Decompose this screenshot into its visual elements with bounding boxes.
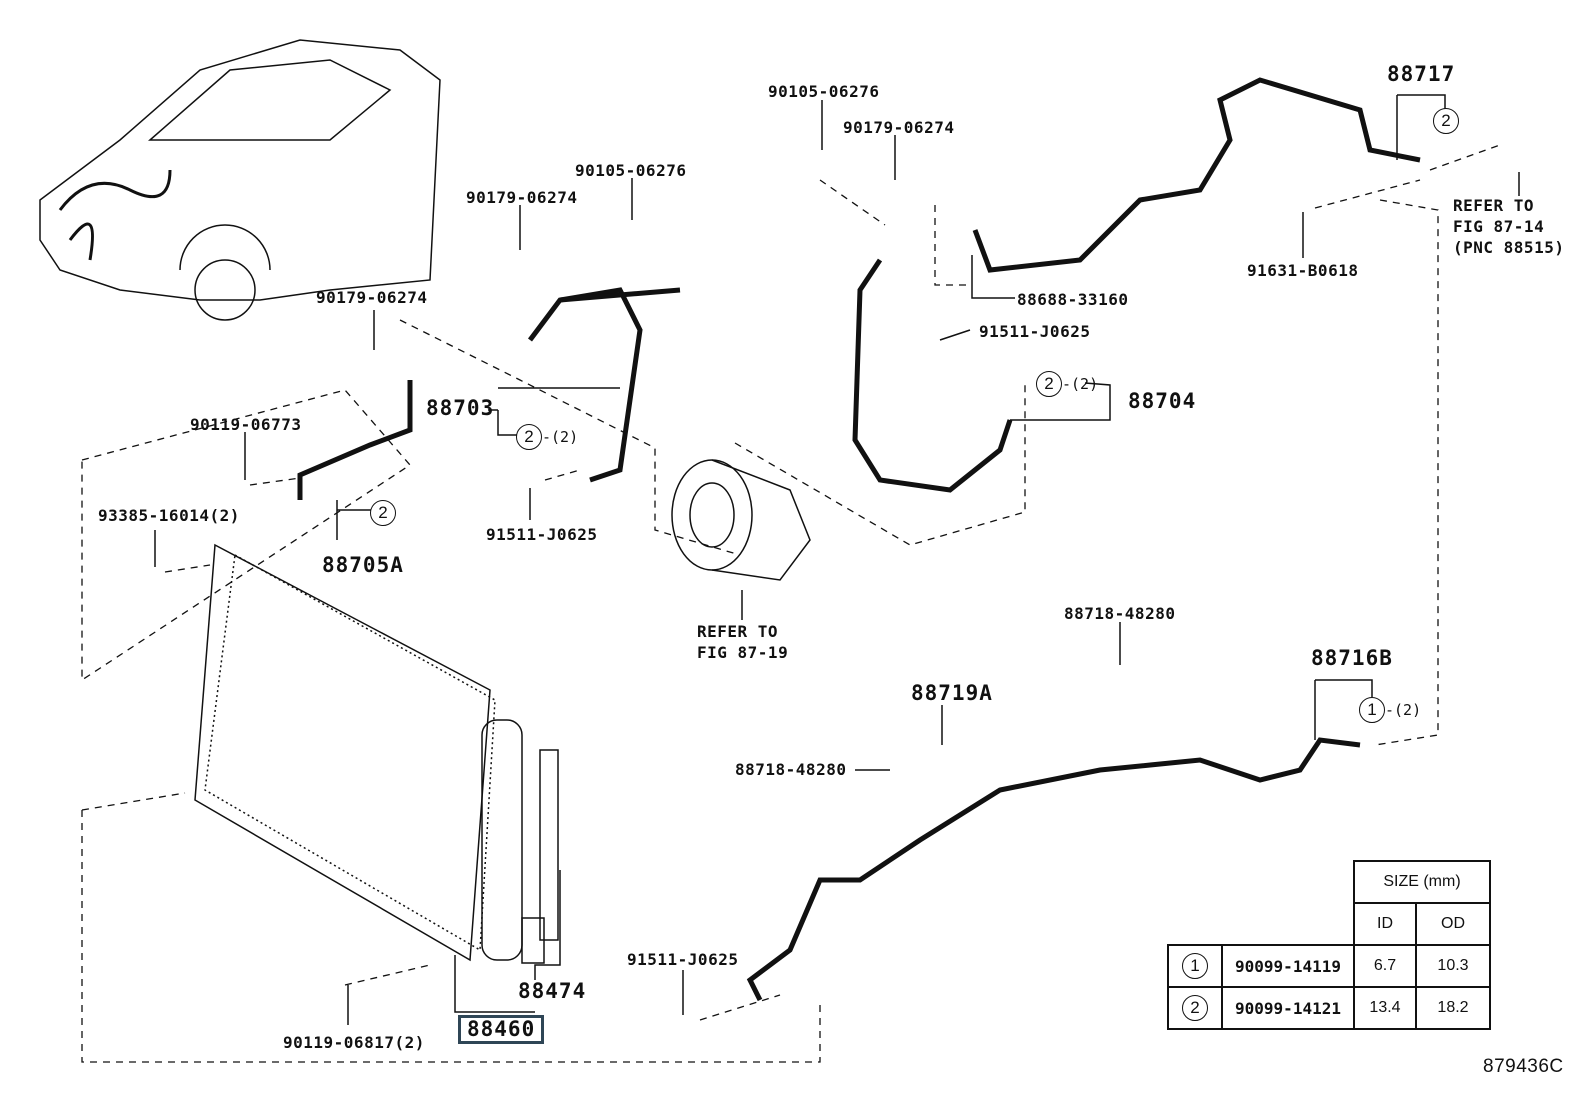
part-label[interactable]: 88719A — [911, 681, 993, 705]
part-label[interactable]: 91511-J0625 — [486, 525, 598, 544]
hose-lines — [297, 77, 1421, 1002]
table-row: 2 90099-14121 13.4 18.2 — [1167, 986, 1491, 1030]
o-ring-callout: 2-(2) — [516, 424, 578, 450]
size-header: SIZE (mm) — [1353, 860, 1491, 904]
vehicle-illustration — [39, 39, 441, 321]
o-ring-size-table: SIZE (mm) ID OD 1 90099-14119 6.7 10.3 2… — [1167, 860, 1491, 1030]
o-ring-callout: 2-(2) — [1036, 371, 1098, 397]
part-label[interactable]: 91511-J0625 — [627, 950, 739, 969]
ref-circle: 1 — [1182, 953, 1208, 979]
part-label[interactable]: 90119-06773 — [190, 415, 302, 434]
o-ring-callout: 2 — [370, 500, 396, 526]
ref-circle: 2 — [1182, 995, 1208, 1021]
part-label[interactable]: 91511-J0625 — [979, 322, 1091, 341]
part-label[interactable]: REFER TO FIG 87-14 (PNC 88515) — [1453, 196, 1565, 257]
col-od: OD — [1415, 902, 1491, 946]
ref-circle: 2 — [370, 500, 396, 526]
quantity: -(2) — [1385, 701, 1422, 719]
part-label[interactable]: 90179-06274 — [843, 118, 955, 137]
compressor — [671, 459, 811, 581]
part-label[interactable]: 88718-48280 — [1064, 604, 1176, 623]
leader-lines — [81, 144, 1501, 1063]
part-label[interactable]: 88705A — [322, 553, 404, 577]
inner-diameter: 13.4 — [1353, 986, 1417, 1030]
part-label[interactable]: 88474 — [518, 979, 587, 1003]
part-label[interactable]: 88716B — [1311, 646, 1393, 670]
ref-circle: 2 — [1433, 108, 1459, 134]
part-label[interactable]: 91631-B0618 — [1247, 261, 1359, 280]
part-label[interactable]: REFER TO FIG 87-19 — [697, 622, 789, 662]
part-label[interactable]: 88703 — [426, 396, 495, 420]
part-label[interactable]: 90105-06276 — [768, 82, 880, 101]
col-id: ID — [1353, 902, 1417, 946]
part-label[interactable]: 88717 — [1387, 62, 1456, 86]
table-row: 1 90099-14119 6.7 10.3 — [1167, 944, 1491, 988]
part-label[interactable]: 88460 — [458, 1015, 545, 1044]
o-ring-callout: 2 — [1433, 108, 1459, 134]
part-label[interactable]: 93385-16014(2) — [98, 506, 240, 525]
part-label[interactable]: 90179-06274 — [466, 188, 578, 207]
part-label[interactable]: 88688-33160 — [1017, 290, 1129, 309]
part-label[interactable]: 88718-48280 — [735, 760, 847, 779]
outer-diameter: 10.3 — [1415, 944, 1491, 988]
part-label[interactable]: 90119-06817(2) — [283, 1033, 425, 1052]
part-label[interactable]: 88704 — [1128, 389, 1197, 413]
inner-diameter: 6.7 — [1353, 944, 1417, 988]
callout-lines — [154, 94, 1520, 1025]
ref-circle: 2 — [1036, 371, 1062, 397]
o-ring-callout: 1-(2) — [1359, 697, 1421, 723]
part-label[interactable]: 90105-06276 — [575, 161, 687, 180]
ref-circle: 1 — [1359, 697, 1385, 723]
outer-diameter: 18.2 — [1415, 986, 1491, 1030]
quantity: -(2) — [542, 428, 579, 446]
quantity: -(2) — [1062, 375, 1099, 393]
part-number: 90099-14119 — [1221, 944, 1355, 988]
part-number: 90099-14121 — [1221, 986, 1355, 1030]
figure-id: 879436C — [1483, 1056, 1564, 1077]
part-label[interactable]: 90179-06274 — [316, 288, 428, 307]
ref-circle: 2 — [516, 424, 542, 450]
condenser-88460 — [194, 543, 559, 964]
